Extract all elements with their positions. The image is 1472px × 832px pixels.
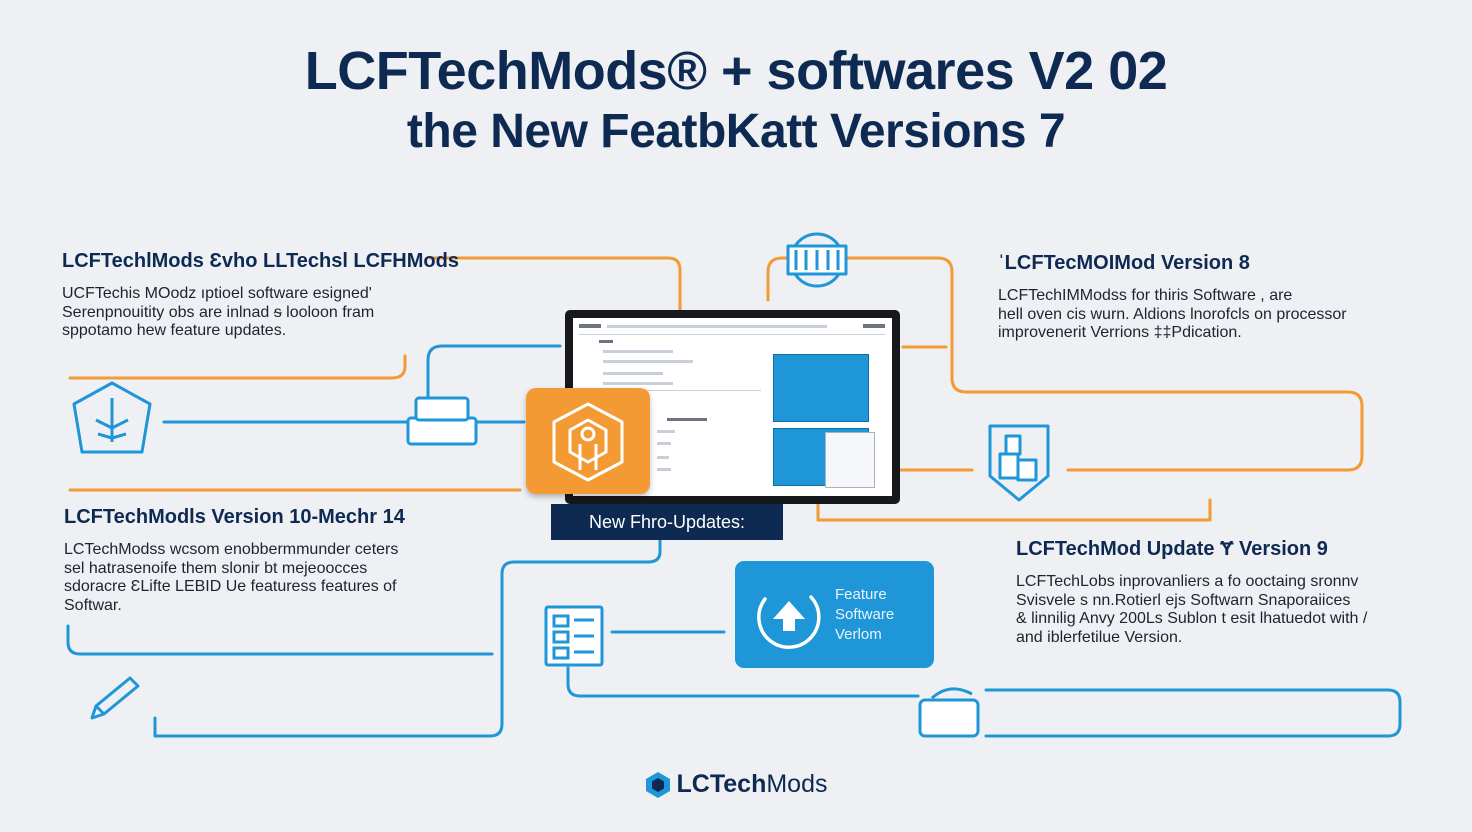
shield-icon (72, 381, 152, 454)
block-body: UCFTechis MOodz ıptioel software esigned… (62, 285, 375, 339)
pencil-icon (90, 676, 140, 720)
feature-block-bottom-right: LCFTechMod Update Ɏ Version 9 LCFTechLob… (1016, 538, 1367, 647)
title-line-1: LCFTechMods® + softwares V2 02 (304, 41, 1168, 101)
feature-software-card[interactable]: Feature Software Verlom (735, 561, 934, 668)
title-line-2: the New FeatbKatt Versions 7 (406, 105, 1066, 158)
block-title: ˈLCFTecMOIMod Version 8 (998, 252, 1250, 274)
feature-block-bottom-left: LCFTechModls Version 10-Mechr 14 LCTechM… (64, 506, 405, 615)
feature-block-top-right: ˈLCFTecMOIMod Version 8 LCFTechIMModss f… (998, 252, 1347, 343)
block-title: LCFTechlMods Ɛvho LLTechsl LCFHMods (62, 250, 459, 272)
document-list-icon (544, 605, 604, 667)
logo-icon (645, 771, 670, 798)
brand-name: LCTechMods (676, 770, 828, 798)
network-icon (406, 396, 478, 446)
stand-label: New Fhro-Updates: (551, 504, 783, 540)
upload-arrow-icon (757, 595, 821, 649)
block-body: LCTechModss wcsom enobbermmunder ceters … (64, 541, 399, 614)
card-icon (918, 687, 980, 738)
shield-box-icon (988, 424, 1050, 502)
feature-software-label: Feature Software Verlom (835, 586, 895, 643)
block-body: LCFTechIMModss for thiris Software , are… (998, 287, 1347, 341)
block-title: LCFTechModls Version 10-Mechr 14 (64, 506, 405, 528)
block-body: LCFTechLobs inprovanliers a fo ooctaing … (1016, 573, 1368, 646)
footer-brand: LCTechMods (0, 770, 1472, 799)
book-icon (786, 232, 848, 288)
hexagon-box-icon (552, 402, 624, 482)
hexagon-card (526, 388, 650, 494)
block-title: LCFTechMod Update Ɏ Version 9 (1016, 538, 1328, 560)
feature-block-top-left: LCFTechlMods Ɛvho LLTechsl LCFHMods UCFT… (62, 250, 459, 341)
